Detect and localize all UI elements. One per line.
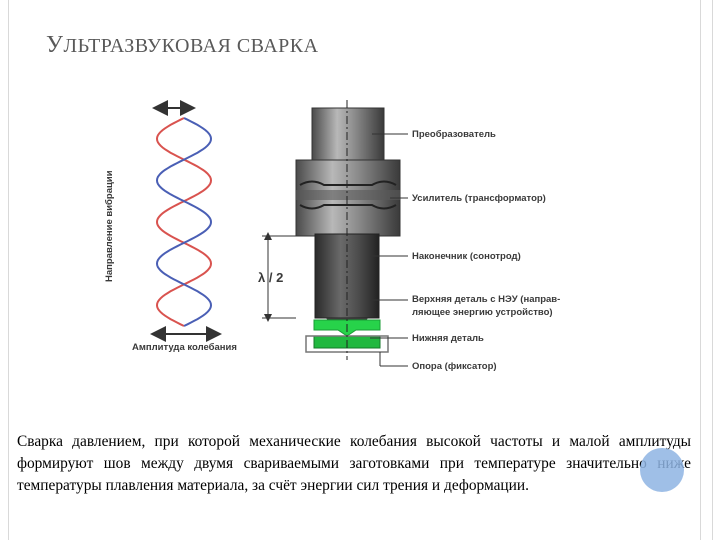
transducer-body: [311, 107, 385, 163]
slide-title-rest: ЛЬТРАЗВУКОВАЯ СВАРКА: [63, 35, 319, 57]
wave-red: [155, 117, 213, 327]
callout-sonotrode: Наконечник (сонотрод): [412, 251, 521, 262]
wave-blue: [155, 117, 213, 327]
callout-upper-part-line1: Верхняя деталь с НЭУ (направ-: [412, 294, 560, 305]
callout-booster: Усилитель (трансформатор): [412, 193, 546, 204]
half-wave-label: λ / 2: [258, 270, 283, 285]
slide-body-text: Сварка давлением, при которой механическ…: [17, 433, 691, 494]
slide-title-initial: У: [46, 32, 64, 58]
slide-title: УЛЬТРАЗВУКОВАЯ СВАРКА: [46, 32, 319, 59]
callout-transducer: Преобразователь: [412, 129, 496, 140]
slide-border-right: [700, 0, 701, 540]
slide-border-right-outer: [712, 0, 713, 540]
ultrasonic-welding-diagram: Направление вибрации Амплитуда колебания…: [104, 100, 560, 372]
vibration-direction-label: Направление вибрации: [104, 170, 115, 282]
slide-nav-circle[interactable]: [640, 448, 684, 492]
callout-lower-part: Нижняя деталь: [412, 333, 484, 344]
amplitude-label: Амплитуда колебания: [132, 342, 237, 353]
booster-flange: [296, 190, 400, 200]
slide-border-left: [8, 0, 9, 540]
booster-grooves: [299, 180, 397, 210]
callout-upper-part-line2: ляющее энергию устройство): [412, 307, 553, 318]
callout-anvil: Опора (фиксатор): [412, 361, 497, 372]
